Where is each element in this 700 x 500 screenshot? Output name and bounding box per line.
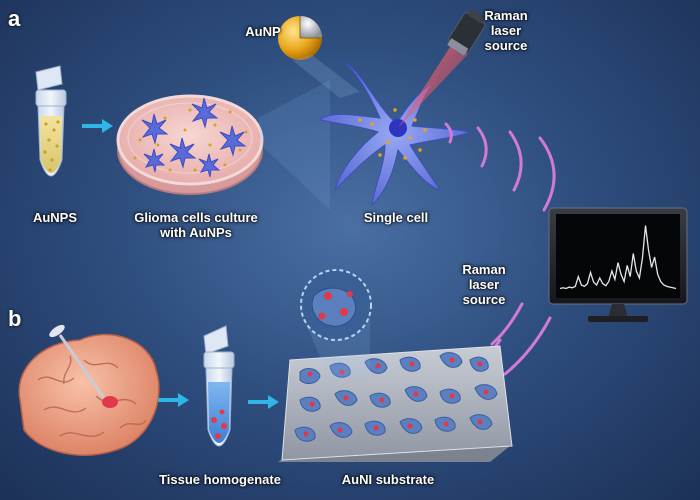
zoom-cone-cell [258, 80, 330, 210]
arrow-tube-to-substrate [248, 395, 279, 409]
label-glioma-line2: with AuNPs [160, 225, 232, 240]
label-glioma: Glioma cells culture with AuNPs [116, 210, 276, 240]
spectrum-trace [559, 225, 677, 290]
label-tissue: Tissue homogenate [159, 472, 281, 487]
label-raman-b-line1: Raman [462, 262, 506, 277]
label-single-cell: Single cell [363, 210, 429, 225]
single-cell [318, 61, 472, 207]
label-aunps: AuNPS [32, 210, 78, 225]
arrow-brain-to-tube [158, 393, 189, 407]
tube-aunps [35, 65, 67, 177]
raman-laser-device-a [398, 8, 486, 128]
label-raman-a-line3: source [484, 38, 528, 53]
petri-dish [116, 94, 264, 195]
label-aunp: AuNP [245, 24, 281, 39]
panel-label-b: b [8, 306, 22, 331]
label-raman-a-line2: laser [490, 23, 522, 38]
label-auni: AuNI substrate [341, 472, 435, 487]
arrow-tube-to-dish [82, 119, 113, 133]
label-raman-a: Raman laser source [476, 8, 536, 53]
auni-substrate [278, 345, 513, 462]
raman-waves-a [444, 122, 556, 212]
label-raman-b-line3: source [462, 292, 506, 307]
label-raman-b-line2: laser [468, 277, 500, 292]
label-glioma-line1: Glioma cells culture [134, 210, 258, 225]
brain [18, 324, 160, 456]
panel-label-a: a [8, 6, 21, 31]
label-raman-b: Raman laser source [452, 262, 516, 307]
label-raman-a-line1: Raman [484, 8, 528, 23]
spectrum-monitor [548, 207, 688, 322]
tube-tissue [203, 325, 235, 447]
aunp-sphere [278, 16, 360, 98]
zoom-circle-substrate [300, 269, 372, 380]
